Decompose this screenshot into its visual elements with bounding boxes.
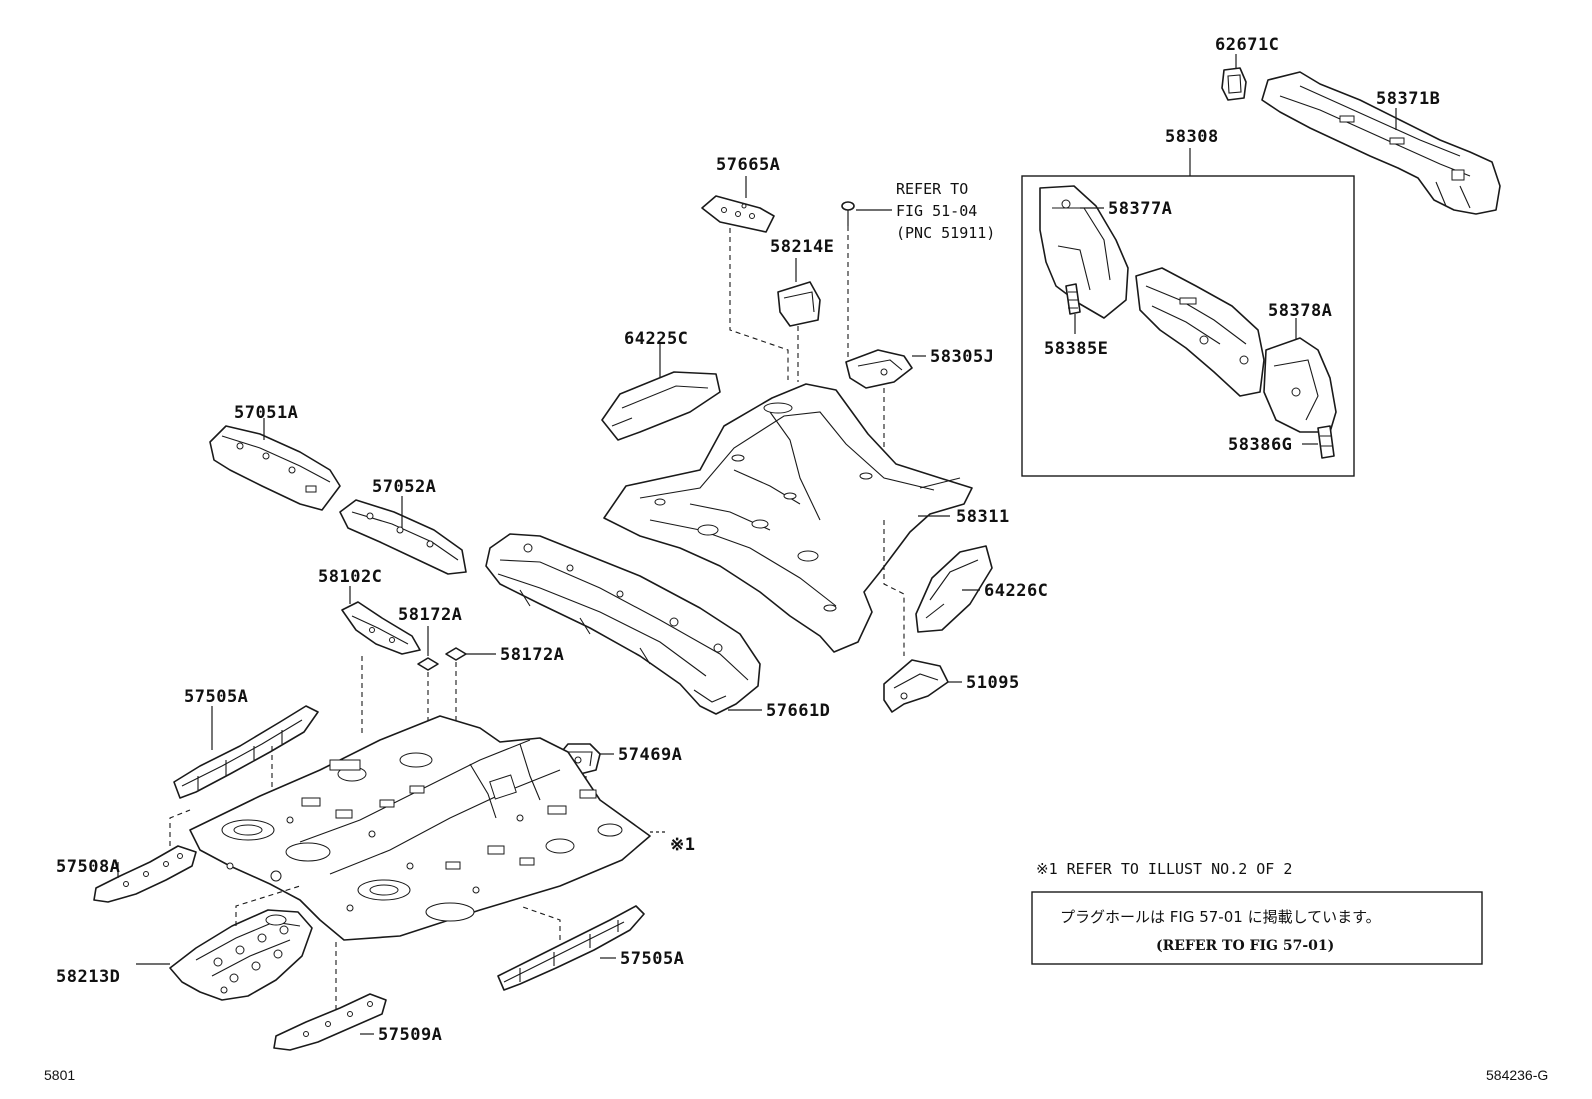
bolt-fastener — [841, 201, 855, 226]
label-58308: 58308 — [1165, 127, 1219, 147]
refer-fig-51-04-line3: (PNC 51911) — [896, 224, 995, 242]
footer-illustration-id: 584236-G — [1486, 1067, 1548, 1083]
part-58305J-bracket — [845, 349, 913, 389]
part-58378A-bracket — [1263, 337, 1337, 433]
label-57505A-lower: 57505A — [620, 949, 684, 969]
part-58386G-bracket — [1317, 425, 1335, 459]
part-58371B-rear-panel — [1261, 71, 1501, 215]
label-57665A: 57665A — [716, 155, 780, 175]
note-refer-illust: ※1 REFER TO ILLUST NO.2 OF 2 — [1036, 860, 1292, 878]
part-64225C-bracket — [601, 371, 721, 441]
note-plug-hole-en: (REFER TO FIG 57-01) — [1156, 938, 1334, 954]
part-58311-rear-floor — [603, 383, 973, 653]
part-51095-bracket — [883, 659, 949, 713]
part-58172A-pad-1 — [417, 657, 439, 671]
label-58385E: 58385E — [1044, 339, 1108, 359]
note-plug-hole-jp: プラグホールは FIG 57-01 に掲載しています。 — [1060, 908, 1381, 926]
label-64226C: 64226C — [984, 581, 1048, 601]
refer-fig-51-04-line2: FIG 51-04 — [896, 202, 977, 220]
label-57052A: 57052A — [372, 477, 436, 497]
part-62671C-plug — [1221, 67, 1247, 101]
part-57508A-rail — [93, 845, 197, 903]
plug-hole-note-box — [1031, 891, 1483, 965]
label-57469A: 57469A — [618, 745, 682, 765]
label-58378A: 58378A — [1268, 301, 1332, 321]
part-64226C-bracket — [915, 545, 993, 633]
label-57051A: 57051A — [234, 403, 298, 423]
label-57505A-upper: 57505A — [184, 687, 248, 707]
part-58385E-bracket — [1065, 283, 1081, 315]
label-57661D: 57661D — [766, 701, 830, 721]
part-58102C-bracket — [341, 601, 421, 655]
part-58172A-pad-2 — [445, 647, 467, 661]
part-57661D-side-member — [485, 533, 761, 715]
part-58214E-bracket — [777, 281, 821, 327]
part-58308-panel — [1135, 267, 1265, 397]
label-58213D: 58213D — [56, 967, 120, 987]
label-58311: 58311 — [956, 507, 1010, 527]
footer-page-code: 5801 — [44, 1067, 75, 1083]
label-58371B: 58371B — [1376, 89, 1440, 109]
part-58213D-reinforcement — [169, 909, 313, 1001]
part-57505A-rail-upper — [173, 705, 319, 799]
part-57509A-rail — [273, 993, 387, 1051]
label-58305J: 58305J — [930, 347, 994, 367]
refer-fig-51-04-line1: REFER TO — [896, 180, 968, 198]
label-58386G: 58386G — [1228, 435, 1292, 455]
part-57665A-plate — [701, 195, 775, 233]
label-58172A-2: 58172A — [500, 645, 564, 665]
label-58377A: 58377A — [1108, 199, 1172, 219]
label-57509A: 57509A — [378, 1025, 442, 1045]
part-58377A-bracket — [1039, 185, 1129, 319]
label-58172A-1: 58172A — [398, 605, 462, 625]
part-front-floor-pan — [189, 715, 651, 941]
part-57052A-crossmember — [339, 499, 467, 575]
part-57051A-crossmember — [209, 425, 341, 511]
label-x1-marker: ※1 — [670, 835, 695, 855]
assembly-box-58308 — [1021, 175, 1355, 477]
part-57505A-rail-lower — [497, 905, 645, 991]
label-62671C: 62671C — [1215, 35, 1279, 55]
label-51095: 51095 — [966, 673, 1020, 693]
label-58102C: 58102C — [318, 567, 382, 587]
label-57508A: 57508A — [56, 857, 120, 877]
label-58214E: 58214E — [770, 237, 834, 257]
label-64225C: 64225C — [624, 329, 688, 349]
